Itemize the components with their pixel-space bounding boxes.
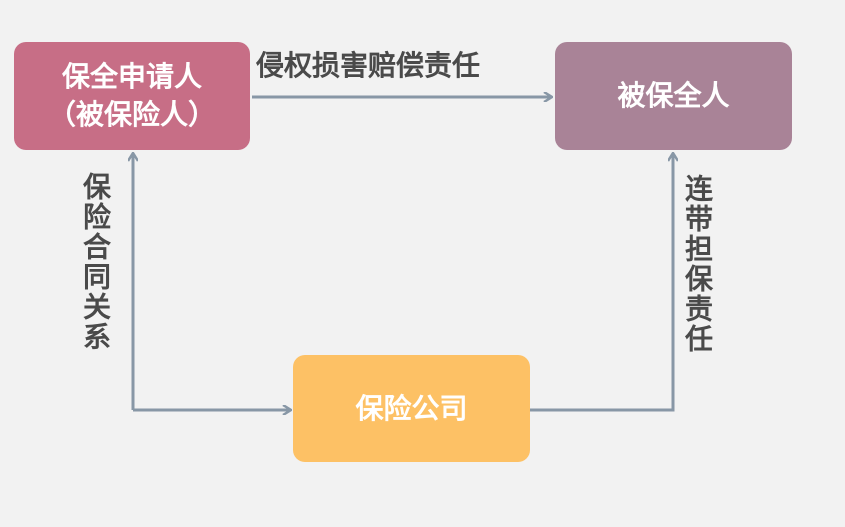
insured-label: 被保全人 bbox=[617, 79, 730, 112]
edge-label-tort-liability: 侵权损害赔偿责任 bbox=[256, 49, 481, 82]
applicant-sublabel: （被保险人） bbox=[47, 98, 216, 131]
insured-node: 被保全人 bbox=[555, 42, 792, 150]
insurer-label: 保险公司 bbox=[355, 391, 468, 425]
edge-label-insurance-contract: 保险合同关系 bbox=[79, 172, 112, 352]
insurer-node: 保险公司 bbox=[293, 355, 530, 462]
applicant-label: 保全申请人 bbox=[61, 60, 202, 93]
edge-label-joint-guarantee: 连带担保责任 bbox=[681, 174, 714, 354]
applicant-node: 保全申请人 （被保险人） bbox=[14, 42, 250, 150]
arrow-insurer-to-insured bbox=[530, 154, 673, 412]
